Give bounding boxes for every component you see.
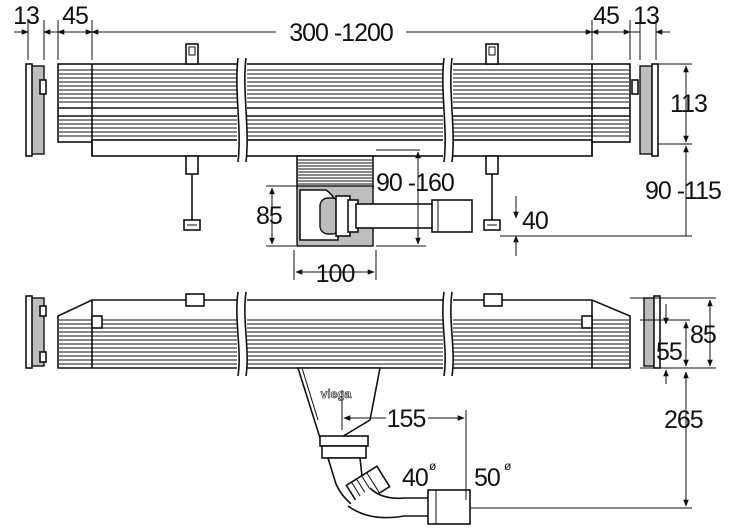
top-dimensions (14, 20, 692, 280)
dim-end-left: 13 (13, 2, 39, 30)
dim-total: 265 (664, 406, 703, 434)
dim-end-right: 13 (633, 2, 659, 30)
dim-diam-small: 40 (402, 464, 428, 492)
dim-inner: 55 (656, 338, 682, 366)
dim-outlet-height: 85 (256, 202, 282, 230)
left-end-cap (25, 63, 47, 157)
top-mounting-bracket-left (185, 43, 199, 65)
side-view: viega (25, 290, 717, 525)
dim-length: 300 -1200 (289, 19, 393, 47)
dim-pipe: 40 (522, 207, 548, 235)
dim-inset-left: 45 (62, 2, 88, 30)
brand-label: viega (321, 387, 352, 401)
channel-body-top (57, 56, 631, 164)
dim-adjust-drain: 90 -160 (376, 169, 454, 197)
drain-outlet-side: viega (296, 367, 471, 525)
channel-body-side (57, 290, 631, 377)
dim-diam-large: 50 (474, 464, 500, 492)
right-end-cap (631, 63, 659, 157)
dim-inset-right: 45 (593, 2, 619, 30)
adjustable-foot-left (183, 155, 201, 231)
dim-adjust-right: 90 -115 (645, 177, 721, 205)
dim-height: 113 (670, 90, 707, 118)
dim-drain-width: 100 (316, 260, 355, 288)
adjustable-foot-right (483, 155, 501, 231)
dim-offset: 155 (387, 405, 426, 433)
drain-body-top (296, 155, 473, 247)
top-view: 13 45 300 -1200 45 13 113 90 -115 90 -16… (13, 2, 722, 288)
top-mounting-bracket-right (485, 43, 499, 65)
diam-symbol-small: ø (429, 459, 437, 473)
diam-symbol-large: ø (504, 459, 512, 473)
side-left-end-plate (25, 295, 47, 369)
side-dimensions (341, 297, 716, 509)
dim-profile: 85 (690, 321, 716, 349)
